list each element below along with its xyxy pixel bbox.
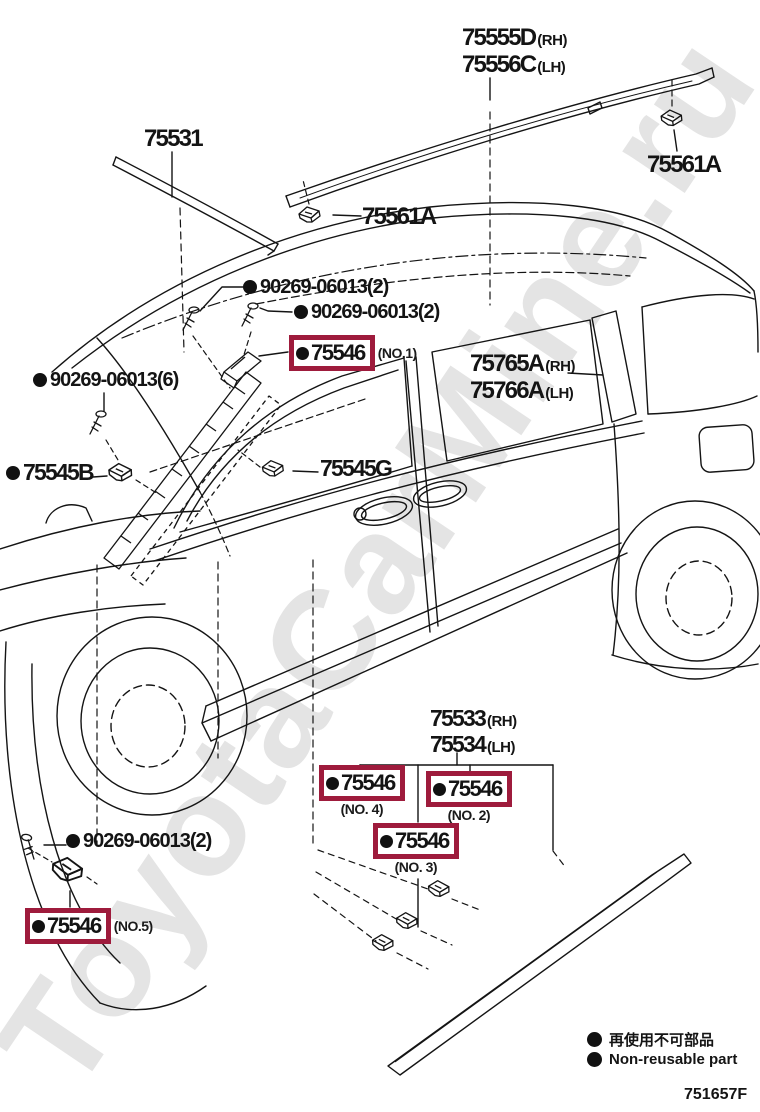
non-reusable-dot-icon — [33, 373, 47, 387]
highlight-75546-no4: 75546 (NO. 4) — [319, 765, 405, 817]
part-75546-no3-box[interactable]: 75546 — [373, 823, 459, 859]
label-clip-75545b: 75545B — [6, 461, 95, 484]
part-75546-no5-box[interactable]: 75546 — [25, 908, 111, 944]
label-roof-drip-moulding: 75555D(RH) 75556C(LH) — [462, 24, 567, 78]
label-clip-75545g: 75545G — [320, 455, 393, 481]
part-75546-no1-box[interactable]: 75546 — [289, 335, 375, 371]
label-body-side-moulding: 75533(RH) 75534(LH) — [430, 705, 517, 757]
non-reusable-dot-icon — [243, 280, 257, 294]
part-75546-no4-box[interactable]: 75546 — [319, 765, 405, 801]
pad-no5-note: (NO.5) — [113, 918, 154, 934]
non-reusable-dot-icon — [296, 346, 309, 360]
retainer-clip-icons — [48, 108, 684, 953]
label-screw-top-2: 90269-06013(2) — [294, 302, 440, 322]
non-reusable-dot-icon — [294, 305, 308, 319]
non-reusable-dot-icon — [587, 1052, 602, 1067]
pad-no2-note: (NO. 2) — [447, 807, 491, 823]
label-roof-clip-right: 75561A — [647, 151, 722, 178]
pad-no1-note: (NO.1) — [377, 345, 418, 361]
legend-non-reusable-jp: 再使用不可部品 — [587, 1029, 714, 1050]
highlight-75546-no2: 75546 (NO. 2) — [426, 771, 512, 823]
body-side-moulding-strip — [387, 853, 692, 1076]
non-reusable-dot-icon — [587, 1032, 602, 1047]
non-reusable-dot-icon — [66, 834, 80, 848]
pad-no4-note: (NO. 4) — [340, 801, 384, 817]
label-screw-bottom: 90269-06013(2) — [66, 831, 212, 851]
highlight-75546-no1: 75546 (NO.1) — [289, 335, 417, 371]
car-body-outline — [0, 201, 760, 1011]
non-reusable-dot-icon — [32, 919, 45, 933]
part-75546-no2-box[interactable]: 75546 — [426, 771, 512, 807]
pad-no3-note: (NO. 3) — [394, 859, 438, 875]
label-screw-windshield: 90269-06013(6) — [33, 370, 179, 390]
label-quarter-garnish: 75765A(RH) 75766A(LH) — [470, 350, 575, 404]
highlight-75546-no3: 75546 (NO. 3) — [373, 823, 459, 875]
label-roof-clip-left: 75561A — [362, 203, 437, 230]
roof-drip-moulding-strip — [285, 67, 715, 208]
non-reusable-dot-icon — [433, 782, 446, 796]
non-reusable-dot-icon — [6, 465, 20, 480]
diagram-code: 751657F — [684, 1086, 748, 1103]
non-reusable-dot-icon — [326, 776, 339, 790]
non-reusable-dot-icon — [380, 834, 393, 848]
label-screw-top-1: 90269-06013(2) — [243, 277, 389, 297]
highlight-75546-no5: 75546 (NO.5) — [25, 908, 153, 944]
pillar-moulding-strip — [103, 351, 282, 586]
legend-non-reusable-en: Non-reusable part — [587, 1051, 737, 1068]
windshield-moulding-strip — [112, 156, 279, 256]
label-windshield-moulding: 75531 — [144, 125, 204, 152]
